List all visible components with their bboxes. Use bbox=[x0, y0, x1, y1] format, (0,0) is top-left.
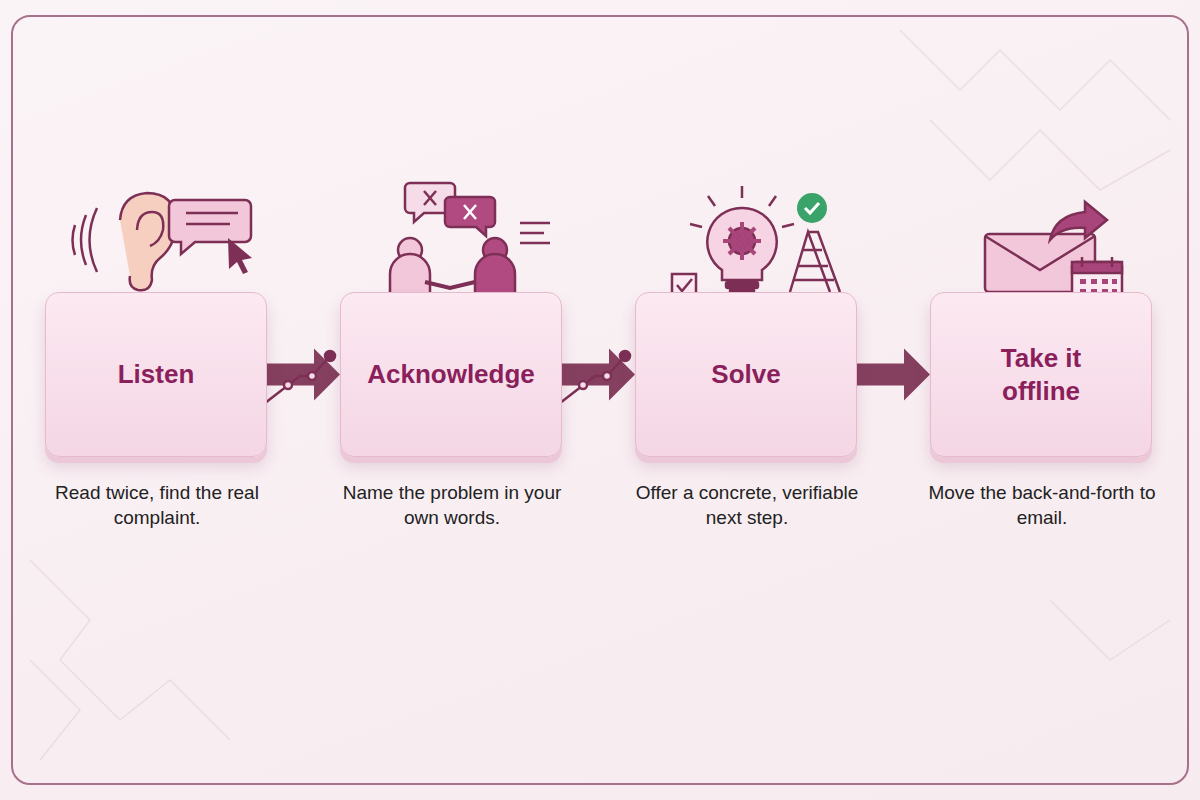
process-box: AcknowledgeName the problem in your own … bbox=[340, 292, 562, 457]
step-caption: Offer a concrete, verifiable next step. bbox=[622, 480, 872, 530]
maze-texture bbox=[30, 30, 1170, 760]
gear-teeth bbox=[723, 222, 761, 260]
step-title: Take it offline bbox=[966, 342, 1116, 407]
step-caption: Name the problem in your own words. bbox=[327, 480, 577, 530]
step-title: Solve bbox=[711, 358, 780, 391]
check-icons bbox=[672, 193, 827, 298]
frame-border bbox=[12, 16, 1188, 784]
handshake-icon bbox=[390, 183, 550, 292]
lightbulb-icon bbox=[690, 186, 794, 293]
process-box: Take it offlineMove the back-and-forth t… bbox=[930, 292, 1152, 457]
flow-arrow bbox=[857, 349, 930, 401]
process-box: ListenRead twice, find the real complain… bbox=[45, 292, 267, 457]
step-title: Listen bbox=[118, 358, 195, 391]
process-box: SolveOffer a concrete, verifiable next s… bbox=[635, 292, 857, 457]
step-caption: Read twice, find the real complaint. bbox=[32, 480, 282, 530]
step-caption: Move the back-and-forth to email. bbox=[917, 480, 1167, 530]
ear-icon bbox=[73, 193, 177, 290]
chat-bubble-icon bbox=[169, 200, 252, 274]
step-title: Acknowledge bbox=[367, 358, 535, 391]
ladder-icon bbox=[790, 232, 840, 292]
